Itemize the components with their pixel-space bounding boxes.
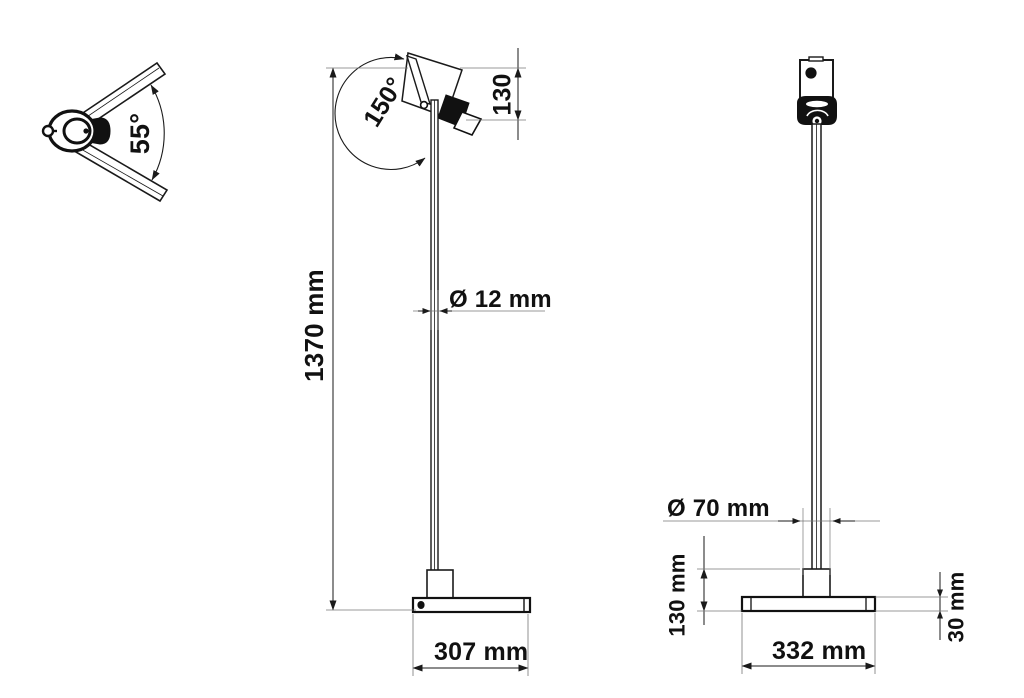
dim-collar-height: 130 mm: [664, 553, 690, 637]
dim-head-height: 130: [488, 73, 517, 116]
dim-base-thickness: 30 mm: [943, 571, 969, 643]
dim-base-collar-diameter: Ø 70 mm: [667, 495, 770, 522]
dim-base-length-side: 332 mm: [772, 637, 867, 665]
dim-pole-diameter: Ø 12 mm: [449, 286, 552, 313]
dim-pole-height: 1370 mm: [298, 269, 329, 382]
front-view-geometry: [326, 48, 545, 676]
dim-top-view-angle: 55°: [125, 112, 156, 155]
dim-base-length-front: 307 mm: [434, 638, 529, 666]
side-view-geometry: [663, 56, 948, 674]
top-view-geometry: [41, 61, 169, 203]
